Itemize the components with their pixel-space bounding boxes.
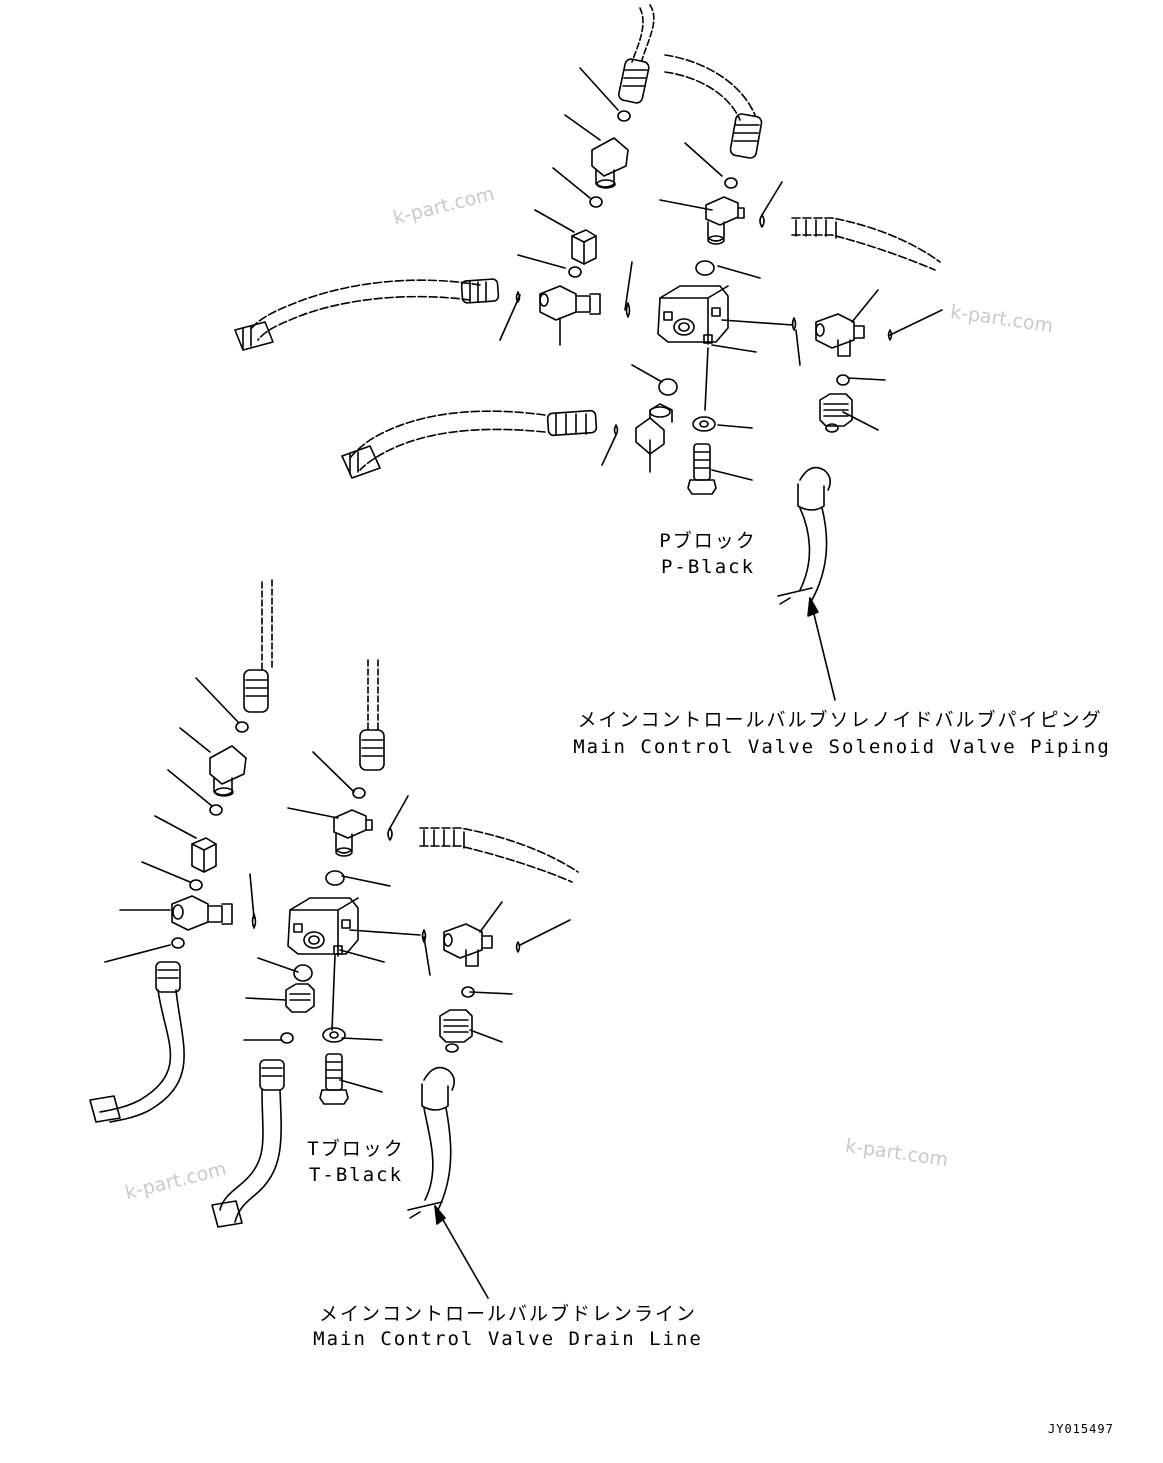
p-block-label-jp: Pブロック bbox=[659, 530, 757, 552]
p-block-body bbox=[657, 285, 729, 345]
hose bbox=[618, 4, 655, 104]
bolt bbox=[687, 443, 717, 495]
bolt bbox=[319, 1053, 349, 1105]
hose bbox=[419, 827, 579, 883]
tee-fitting bbox=[171, 895, 233, 931]
hose bbox=[664, 54, 763, 159]
hose bbox=[791, 217, 941, 271]
drain-line-label-en: Main Control Valve Drain Line bbox=[313, 1328, 703, 1350]
hose bbox=[407, 1066, 456, 1219]
elbow-fitting bbox=[635, 403, 673, 455]
o-rings bbox=[515, 110, 893, 436]
t-block-body bbox=[287, 897, 359, 957]
adapter bbox=[819, 393, 853, 433]
solenoid-piping-label-jp: メインコントロールバルブソレノイドバルブパイピング bbox=[577, 709, 1103, 731]
hose bbox=[341, 409, 598, 479]
adapter bbox=[285, 983, 315, 1013]
t-block-assembly bbox=[89, 579, 579, 1299]
tee-fitting bbox=[539, 285, 601, 321]
connector bbox=[571, 229, 597, 265]
tee-fitting bbox=[333, 809, 373, 857]
hose bbox=[777, 466, 832, 605]
leader-lines bbox=[104, 677, 571, 1093]
hose bbox=[359, 659, 385, 771]
o-rings bbox=[171, 721, 521, 1044]
adapter bbox=[439, 1009, 473, 1053]
hose bbox=[234, 278, 500, 351]
hose bbox=[243, 579, 273, 713]
t-block-label-jp: Tブロック bbox=[307, 1138, 405, 1160]
tee-fitting bbox=[705, 196, 745, 245]
connector bbox=[191, 837, 217, 873]
p-block-label-en: P-Black bbox=[660, 556, 756, 578]
arrow bbox=[807, 597, 836, 701]
hose bbox=[89, 961, 185, 1123]
arrow bbox=[434, 1205, 489, 1299]
solenoid-piping-label-en: Main Control Valve Solenoid Valve Piping bbox=[573, 736, 1111, 758]
elbow-fitting bbox=[209, 745, 247, 797]
leader-lines bbox=[499, 67, 943, 481]
drawing-code: JY015497 bbox=[1048, 1422, 1114, 1436]
t-block-label-en: T-Black bbox=[308, 1164, 404, 1186]
hose bbox=[211, 1059, 285, 1228]
tee-fitting bbox=[443, 923, 493, 967]
p-block-assembly bbox=[234, 4, 943, 701]
tee-fitting bbox=[815, 313, 865, 357]
elbow-fitting bbox=[591, 137, 629, 189]
drain-line-label-jp: メインコントロールバルブドレンライン bbox=[318, 1303, 698, 1325]
